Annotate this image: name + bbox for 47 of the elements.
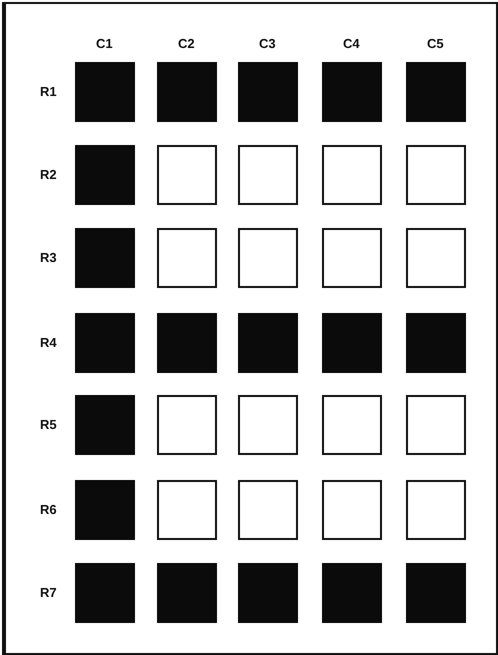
column-label: C1: [96, 36, 113, 51]
row-label: R2: [40, 167, 57, 182]
filled-square: [322, 563, 382, 623]
filled-square: [75, 480, 135, 540]
column-label: C2: [178, 36, 195, 51]
filled-square: [75, 563, 135, 623]
filled-square: [238, 313, 298, 373]
row-label: R3: [40, 250, 57, 265]
filled-square: [406, 313, 466, 373]
empty-square: [322, 395, 382, 455]
filled-square: [157, 563, 217, 623]
filled-square: [75, 145, 135, 205]
empty-square: [322, 228, 382, 288]
filled-square: [75, 313, 135, 373]
filled-square: [157, 62, 217, 122]
empty-square: [406, 145, 466, 205]
column-label: C4: [343, 36, 360, 51]
filled-square: [406, 563, 466, 623]
filled-square: [75, 395, 135, 455]
row-label: R5: [40, 417, 57, 432]
row-label: R1: [40, 84, 57, 99]
column-label: C5: [427, 36, 444, 51]
filled-square: [238, 563, 298, 623]
empty-square: [238, 395, 298, 455]
filled-square: [157, 313, 217, 373]
filled-square: [75, 62, 135, 122]
empty-square: [157, 395, 217, 455]
empty-square: [322, 480, 382, 540]
filled-square: [406, 62, 466, 122]
empty-square: [157, 228, 217, 288]
column-label: C3: [259, 36, 276, 51]
empty-square: [238, 145, 298, 205]
row-label: R4: [40, 335, 57, 350]
empty-square: [157, 145, 217, 205]
empty-square: [238, 480, 298, 540]
filled-square: [238, 62, 298, 122]
row-label: R7: [40, 585, 57, 600]
filled-square: [75, 228, 135, 288]
empty-square: [238, 228, 298, 288]
empty-square: [322, 145, 382, 205]
empty-square: [157, 480, 217, 540]
empty-square: [406, 228, 466, 288]
row-label: R6: [40, 502, 57, 517]
empty-square: [406, 480, 466, 540]
empty-square: [406, 395, 466, 455]
filled-square: [322, 62, 382, 122]
filled-square: [322, 313, 382, 373]
